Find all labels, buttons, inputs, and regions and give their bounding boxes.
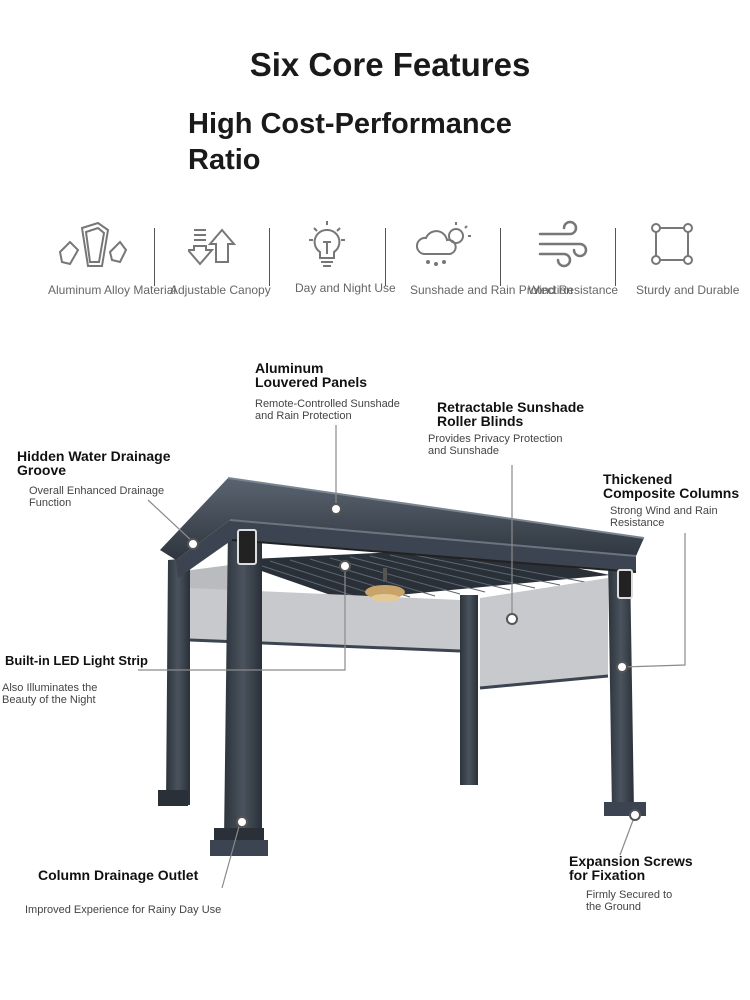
back-column xyxy=(460,595,478,785)
feature-sturdy-durable xyxy=(650,220,694,270)
feature-label-sturdy: Sturdy and Durable xyxy=(636,283,740,297)
callout-dot xyxy=(506,613,518,625)
divider xyxy=(269,228,270,286)
divider xyxy=(500,228,501,286)
divider xyxy=(154,228,155,286)
subtitle-line-1: High Cost-Performance xyxy=(188,108,512,140)
wall-light-right xyxy=(617,569,633,599)
divider xyxy=(615,228,616,286)
feature-label-aluminum: Aluminum Alloy Material xyxy=(48,283,177,297)
feature-label-canopy: Adjustable Canopy xyxy=(170,283,271,297)
callout-dot xyxy=(629,809,641,821)
feature-aluminum-alloy xyxy=(58,220,128,270)
ceiling-fan-icon xyxy=(365,568,405,602)
callout-dot xyxy=(339,560,351,572)
aluminum-profile-icon xyxy=(58,221,128,267)
feature-wind-resistance xyxy=(538,220,588,270)
adjust-arrows-icon xyxy=(188,228,237,266)
roof-cornice xyxy=(160,478,644,560)
wall-light-left xyxy=(237,529,257,565)
callout-led-strip: Built-in LED Light Strip xyxy=(5,653,148,668)
callout-expansion-screws-desc: Firmly Secured to the Ground xyxy=(586,889,673,913)
section-subtitle: High Cost-Performance Ratio xyxy=(188,106,588,178)
feature-adjustable-canopy xyxy=(188,220,238,270)
square-frame-icon xyxy=(651,223,693,265)
callout-column-outlet-desc: Improved Experience for Rainy Day Use xyxy=(25,904,222,916)
callout-expansion-screws: Expansion Screws for Fixation xyxy=(569,853,693,883)
front-left-column xyxy=(224,524,262,840)
feature-day-night xyxy=(305,220,349,270)
feature-label-wind: Wind Resistance xyxy=(528,283,619,297)
light-bulb-icon xyxy=(309,221,345,267)
callout-column-outlet: Column Drainage Outlet xyxy=(38,867,199,883)
feature-label-sunshade: Sunshade and Rain Protection xyxy=(410,283,573,297)
front-right-column xyxy=(608,560,634,812)
subtitle-line-2: Ratio xyxy=(188,144,261,176)
callout-drainage-groove-desc: Overall Enhanced Drainage Function xyxy=(29,485,165,509)
callout-composite-columns: Thickened Composite Columns xyxy=(603,471,740,501)
feature-label-day-night: Day and Night Use xyxy=(295,281,396,295)
callout-composite-columns-desc: Strong Wind and Rain Resistance xyxy=(610,505,718,529)
callout-dot xyxy=(616,661,628,673)
page-title: Six Core Features xyxy=(249,46,531,83)
wind-icon xyxy=(538,220,588,268)
callout-led-strip-desc: Also Illuminates the Beauty of the Night xyxy=(2,682,98,706)
left-back-column xyxy=(166,558,190,805)
callout-dot xyxy=(187,538,199,550)
callout-roller-blinds-desc: Provides Privacy Protection and Sunshade xyxy=(428,433,563,457)
callout-dot xyxy=(236,816,248,828)
right-roller-blind xyxy=(480,578,608,688)
callout-dot xyxy=(330,503,342,515)
callout-louvered-panels: Aluminum Louvered Panels Remote-Controll… xyxy=(255,360,400,422)
divider xyxy=(385,228,386,286)
weather-cloud-icon xyxy=(415,222,471,266)
callout-roller-blinds: Retractable Sunshade Roller Blinds xyxy=(437,399,585,429)
feature-sunshade-rain xyxy=(414,220,474,270)
callout-drainage-groove: Hidden Water Drainage Groove xyxy=(17,448,171,478)
